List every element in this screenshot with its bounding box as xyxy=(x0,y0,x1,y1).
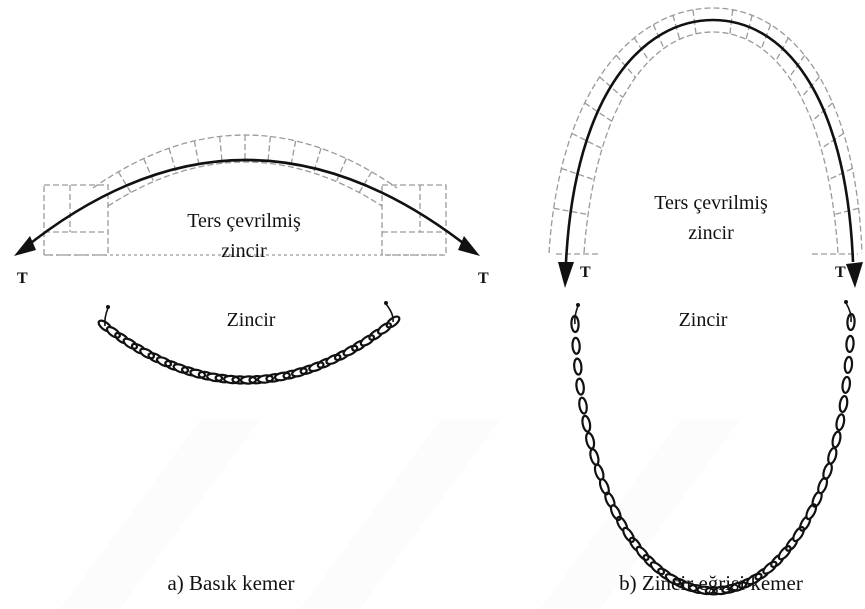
chain-link xyxy=(581,414,592,433)
panel-a-thrust-line xyxy=(21,158,473,252)
chain-link xyxy=(777,545,792,561)
chain-link xyxy=(843,355,854,374)
voussoir-joint xyxy=(571,132,603,150)
panel-a-arch-label-line1: Ters çevrilmiş xyxy=(187,210,301,232)
watermark-bands xyxy=(60,420,740,609)
chain-link xyxy=(827,446,838,465)
chain-link xyxy=(746,572,763,586)
voussoir-joint xyxy=(553,207,589,216)
chain-link xyxy=(308,361,325,373)
chain-link xyxy=(325,353,342,366)
chain-link xyxy=(139,347,156,360)
panel-a-arch-label-line2: zincir xyxy=(221,240,267,262)
panel-b-thrust-line xyxy=(564,18,855,263)
chain-link xyxy=(762,560,778,575)
panel-a-chain-label: Zincir xyxy=(227,309,276,331)
chain-link xyxy=(589,448,600,466)
chain-link xyxy=(845,334,855,353)
voussoir-joint xyxy=(811,102,833,122)
panel-b-caption: b) Zincir eğrisi kemer xyxy=(619,571,803,595)
voussoir-joint xyxy=(788,54,806,78)
voussoir-joint xyxy=(561,167,595,181)
voussoir-joint xyxy=(219,136,223,164)
voussoir-joint xyxy=(834,207,859,216)
panel-b-arch-label-line1: Ters çevrilmiş xyxy=(654,192,768,214)
panel-a: T T Ters çevrilmiş zincir Zincir a) Bası… xyxy=(14,134,489,595)
chain-link xyxy=(575,377,585,396)
chain-link xyxy=(172,363,190,374)
chain-link xyxy=(342,344,359,357)
chain-link xyxy=(122,337,139,350)
chain-link xyxy=(571,336,581,355)
chain-link xyxy=(377,322,392,335)
voussoir-joint xyxy=(828,167,853,181)
chain-link xyxy=(598,478,610,496)
panel-b-chain-label: Zincir xyxy=(679,309,728,331)
voussoir-joint xyxy=(584,102,613,122)
panel-b-arch-label-line2: zincir xyxy=(688,222,734,244)
panel-b-left-arrowhead xyxy=(558,262,574,288)
voussoir-joint xyxy=(800,76,820,98)
voussoir-joint xyxy=(358,171,373,193)
chain-link xyxy=(831,430,842,449)
panel-b-left-support: T xyxy=(580,264,591,281)
chain-link xyxy=(385,315,401,329)
panel-a-right-support: T xyxy=(478,270,489,287)
chain-link xyxy=(189,368,207,379)
voussoir-joint xyxy=(143,158,155,182)
panel-a-hanging-chain xyxy=(97,301,401,385)
panel-a-left-support: T xyxy=(17,270,28,287)
voussoir-joint xyxy=(117,171,132,193)
panel-b-masonry-arch xyxy=(548,7,863,255)
chain-link xyxy=(841,375,852,394)
chain-link xyxy=(359,334,376,347)
chain-link xyxy=(291,367,308,378)
chain-link xyxy=(822,462,833,480)
chain-link xyxy=(105,325,121,339)
panel-b: T T Ters çevrilmiş zincir Zincir b) Zinc… xyxy=(548,7,863,596)
panel-a-caption: a) Basık kemer xyxy=(167,571,294,595)
panel-a-left-arrowhead xyxy=(14,236,36,256)
chain-link xyxy=(570,314,580,334)
panel-b-right-support: T xyxy=(835,264,846,281)
voussoir-joint xyxy=(335,158,347,182)
voussoir-joint xyxy=(820,132,844,150)
voussoir-joint xyxy=(193,140,200,168)
chain-link xyxy=(805,503,818,521)
voussoir-joint xyxy=(599,76,624,98)
chain-link xyxy=(838,394,849,414)
chain-link xyxy=(792,526,805,543)
panel-a-right-arrowhead xyxy=(458,236,480,256)
chain-link xyxy=(635,545,650,561)
panel-b-right-arrowhead xyxy=(846,262,863,288)
chain-link xyxy=(649,561,666,576)
chain-link xyxy=(846,312,856,332)
chain-link xyxy=(155,356,173,368)
chain-link xyxy=(585,431,596,450)
voussoir-joint xyxy=(267,136,271,164)
chain-link xyxy=(573,357,583,376)
chain-link xyxy=(578,396,588,415)
panel-b-hanging-chain xyxy=(570,300,856,596)
chain-link xyxy=(835,413,846,432)
